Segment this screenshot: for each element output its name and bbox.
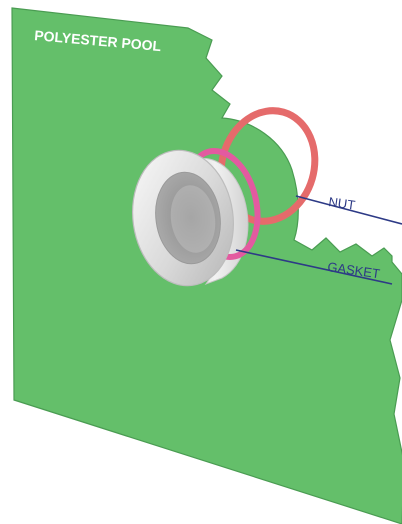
nut-label: NUT: [328, 194, 357, 213]
